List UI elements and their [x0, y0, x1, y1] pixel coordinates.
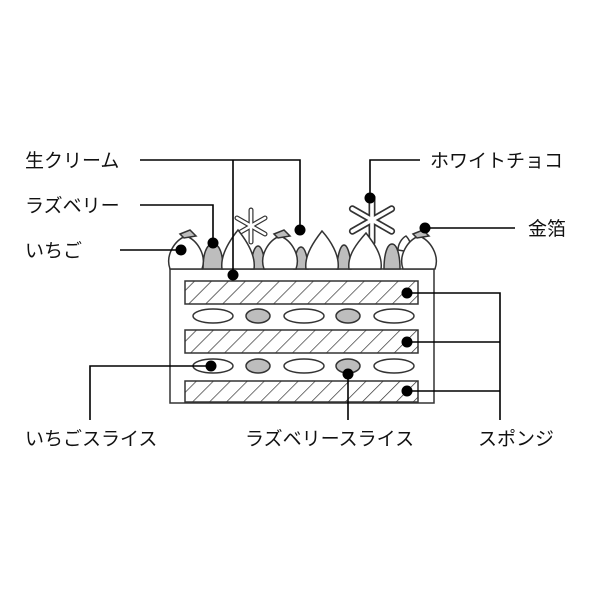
label-strawberry: いちご: [25, 240, 82, 262]
sponge-layer-top: [184, 280, 419, 305]
label-raspberry: ラズベリー: [25, 195, 120, 217]
label-strawberry-slice: いちごスライス: [25, 428, 157, 450]
label-white-chocolate: ホワイトチョコ: [430, 150, 563, 172]
sponge-layer-middle: [184, 329, 419, 354]
sponge-layer-bottom: [184, 380, 419, 403]
leader-lines: [89, 159, 515, 420]
strawberries-top: [168, 229, 437, 270]
label-raspberry-slice: ラズベリースライス: [245, 428, 414, 450]
leader-dots: [175, 192, 431, 397]
fruit-slices-row-2: [192, 358, 415, 374]
cream-dollops: [221, 228, 412, 270]
fruit-slices-row-1: [192, 308, 415, 324]
label-sponge: スポンジ: [478, 428, 554, 450]
label-gold-leaf: 金箔: [528, 218, 566, 240]
label-fresh-cream: 生クリーム: [25, 150, 119, 172]
